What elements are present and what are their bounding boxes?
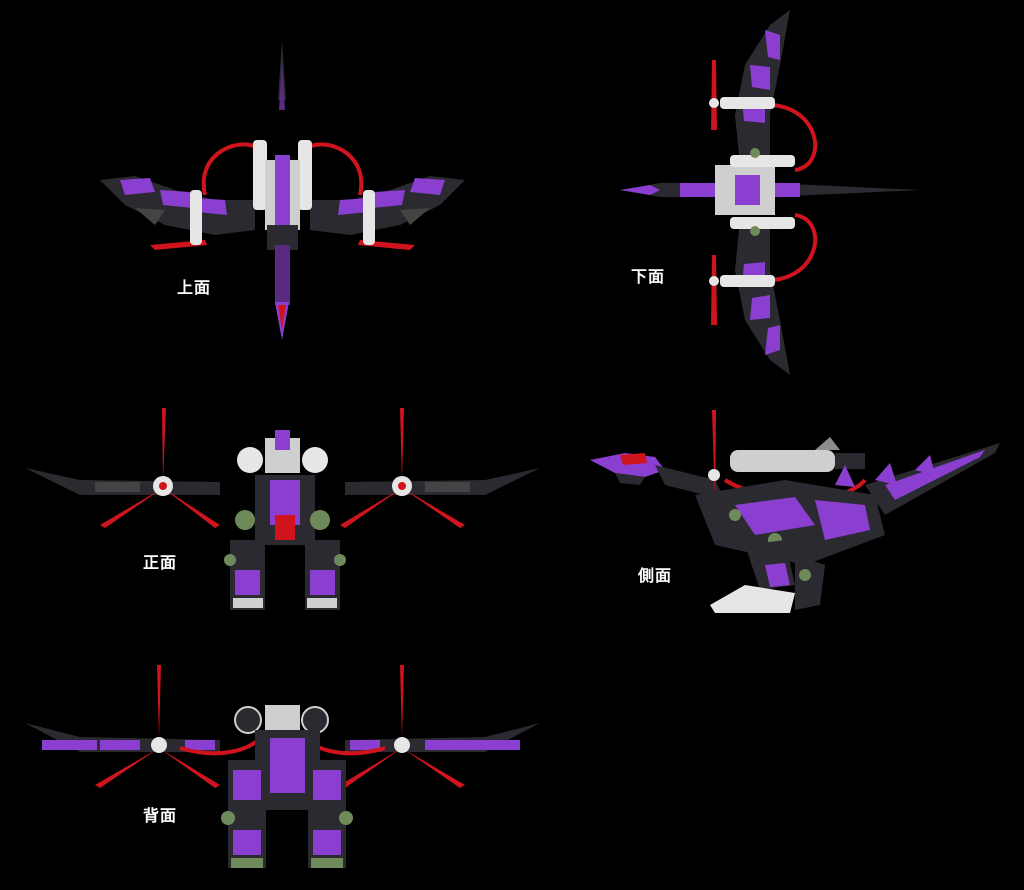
bottom-view-render xyxy=(620,5,925,380)
label-bottom-view: 下面 xyxy=(631,267,666,286)
back-view-render xyxy=(20,660,545,880)
label-back-view: 背面 xyxy=(143,806,178,825)
side-view-render xyxy=(585,405,1005,620)
label-side-view: 側面 xyxy=(638,566,673,585)
label-front-view: 正面 xyxy=(143,553,178,572)
label-top-view: 上面 xyxy=(177,278,212,297)
front-view-render xyxy=(20,400,545,620)
top-view-render xyxy=(95,40,470,345)
